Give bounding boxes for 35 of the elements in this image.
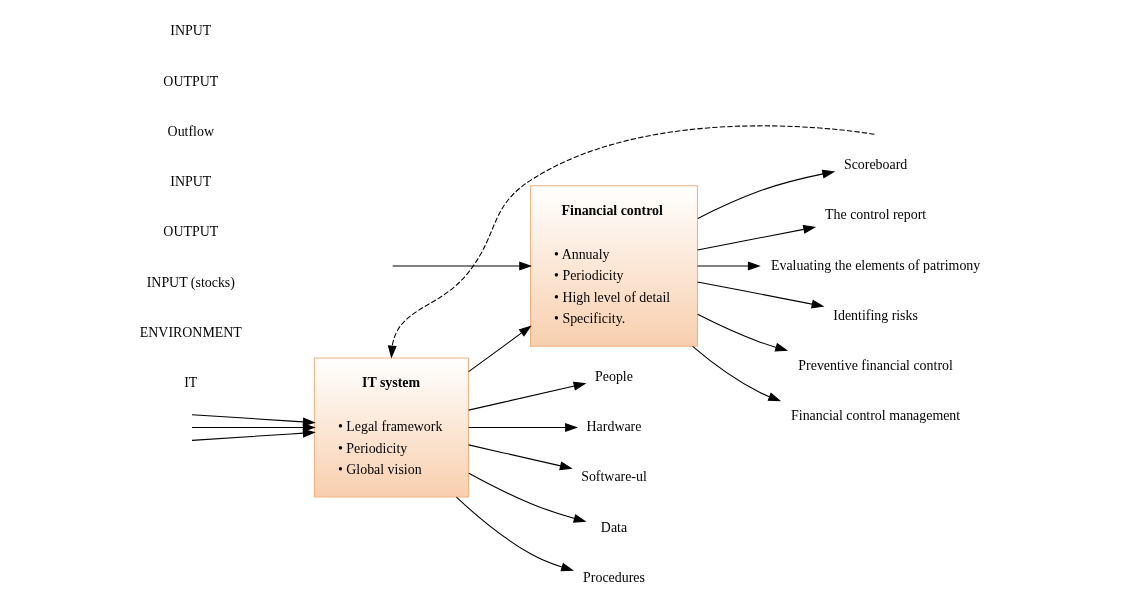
arrow [692,345,782,402]
label: Outflow [167,123,214,139]
node-text: Identifing risks [833,307,918,323]
label: INPUT [170,23,212,39]
arrow [455,496,575,572]
arrow [468,472,587,523]
label: ENVIRONMENT [139,324,242,340]
node-box: IT system • Legal framework • Periodicity • Global vision [313,357,469,498]
label: OUTPUT [163,73,219,89]
label: IT [184,375,198,391]
arrow [468,325,532,373]
arrow [697,169,836,219]
arrow [468,444,573,471]
node-text: Procedures [583,570,645,586]
node-text: Software-ul [581,469,647,485]
arrow [387,125,875,359]
arrow [468,381,587,411]
node-text: Hardware [586,419,642,435]
node-text: People [595,368,633,384]
arrow [392,261,533,271]
node-text: Preventive financial control [798,358,953,374]
label: INPUT [170,174,212,190]
arrow [468,423,578,432]
arrow [697,281,825,309]
node-text: Evaluating the elements of patrimony [770,257,981,273]
node-text: Data [600,519,628,535]
arrow [697,313,789,352]
arrow [697,261,761,271]
node-text: Financial control management [791,408,961,424]
label: INPUT (stocks) [146,274,235,290]
label: OUTPUT [163,224,219,240]
node-box: Financial control • Annualy • Periodicity • High level of detail • Specificity. [530,185,698,347]
node-text: The control report [825,207,927,223]
node-text: Scoreboard [843,157,908,172]
arrow [697,225,817,251]
